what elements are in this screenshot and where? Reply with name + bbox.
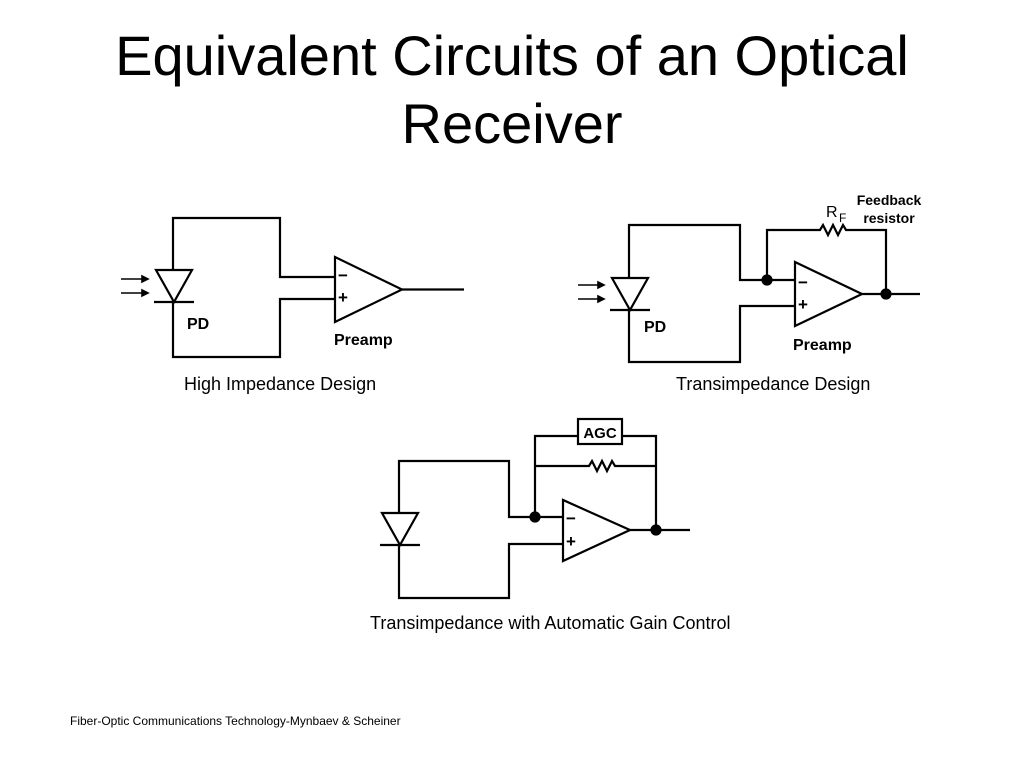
transimpedance-caption: Transimpedance Design: [676, 374, 871, 394]
slide-title-line1: Equivalent Circuits of an Optical: [115, 24, 909, 87]
hi-photodiode: [154, 268, 194, 305]
ti-feedback-wire: [765, 222, 888, 294]
hi-arrow-head: [141, 274, 150, 284]
ti-feedback-label-line1: Feedback: [857, 192, 922, 208]
agc-box: [576, 417, 624, 446]
ti-feedback-label-line2: resistor: [863, 210, 915, 226]
agc-diode-triangle: [380, 511, 420, 548]
ti-minus-sign: −: [798, 273, 808, 292]
agc-wire-bottom: [397, 542, 563, 600]
agc-circuit: AGC − +: [380, 417, 690, 600]
high-impedance-circuit: − + PD Preamp: [121, 216, 464, 359]
agc-junction-dot: [650, 524, 662, 536]
footer-citation: Fiber-Optic Communications Technology-My…: [70, 714, 401, 728]
agc-preamp-triangle: [561, 498, 633, 563]
hi-minus-sign: −: [338, 266, 348, 285]
ti-arrow-head: [597, 280, 606, 290]
hi-pd-label: PD: [187, 316, 209, 333]
high-impedance-caption: High Impedance Design: [184, 374, 377, 394]
agc-wire-top: [397, 459, 563, 519]
agc-feedback-wire-outer: [533, 434, 658, 530]
ti-rf-subscript: F: [839, 211, 846, 225]
transimpedance-circuit: − + PD Preamp R F Feedback resistor: [578, 192, 922, 364]
slide-title: Equivalent Circuits of an Optical Receiv…: [0, 22, 1024, 158]
hi-plus-sign: +: [338, 288, 348, 307]
agc-label: AGC: [583, 425, 617, 442]
ti-light-arrows: [578, 280, 606, 304]
ti-wire-top: [627, 223, 795, 282]
ti-junction-dot: [880, 288, 892, 300]
ti-plus-sign: +: [798, 295, 808, 314]
slide-title-line2: Receiver: [401, 92, 623, 155]
hi-wire-bottom: [171, 297, 335, 359]
hi-diode-triangle: [154, 268, 194, 305]
agc-junction-dot: [529, 511, 541, 523]
ti-rf-label: R: [826, 204, 838, 221]
ti-diode-triangle: [610, 276, 650, 313]
ti-arrow-head: [597, 294, 606, 304]
agc-feedback-resistor-wire: [535, 458, 656, 474]
hi-light-arrows: [121, 274, 150, 298]
hi-preamp-label: Preamp: [334, 332, 393, 349]
ti-photodiode: [610, 276, 650, 313]
hi-preamp-triangle: [333, 255, 405, 324]
hi-arrow-head: [141, 288, 150, 298]
ti-wire-bottom: [627, 304, 795, 364]
ti-junction-dot: [761, 274, 773, 286]
agc-plus-sign: +: [566, 532, 576, 551]
hi-wire-top: [171, 216, 335, 279]
ti-preamp-triangle: [793, 260, 865, 328]
agc-caption: Transimpedance with Automatic Gain Contr…: [370, 613, 731, 633]
ti-pd-label: PD: [644, 319, 666, 336]
agc-photodiode: [380, 511, 420, 548]
agc-minus-sign: −: [566, 509, 576, 528]
ti-preamp-label: Preamp: [793, 337, 852, 354]
